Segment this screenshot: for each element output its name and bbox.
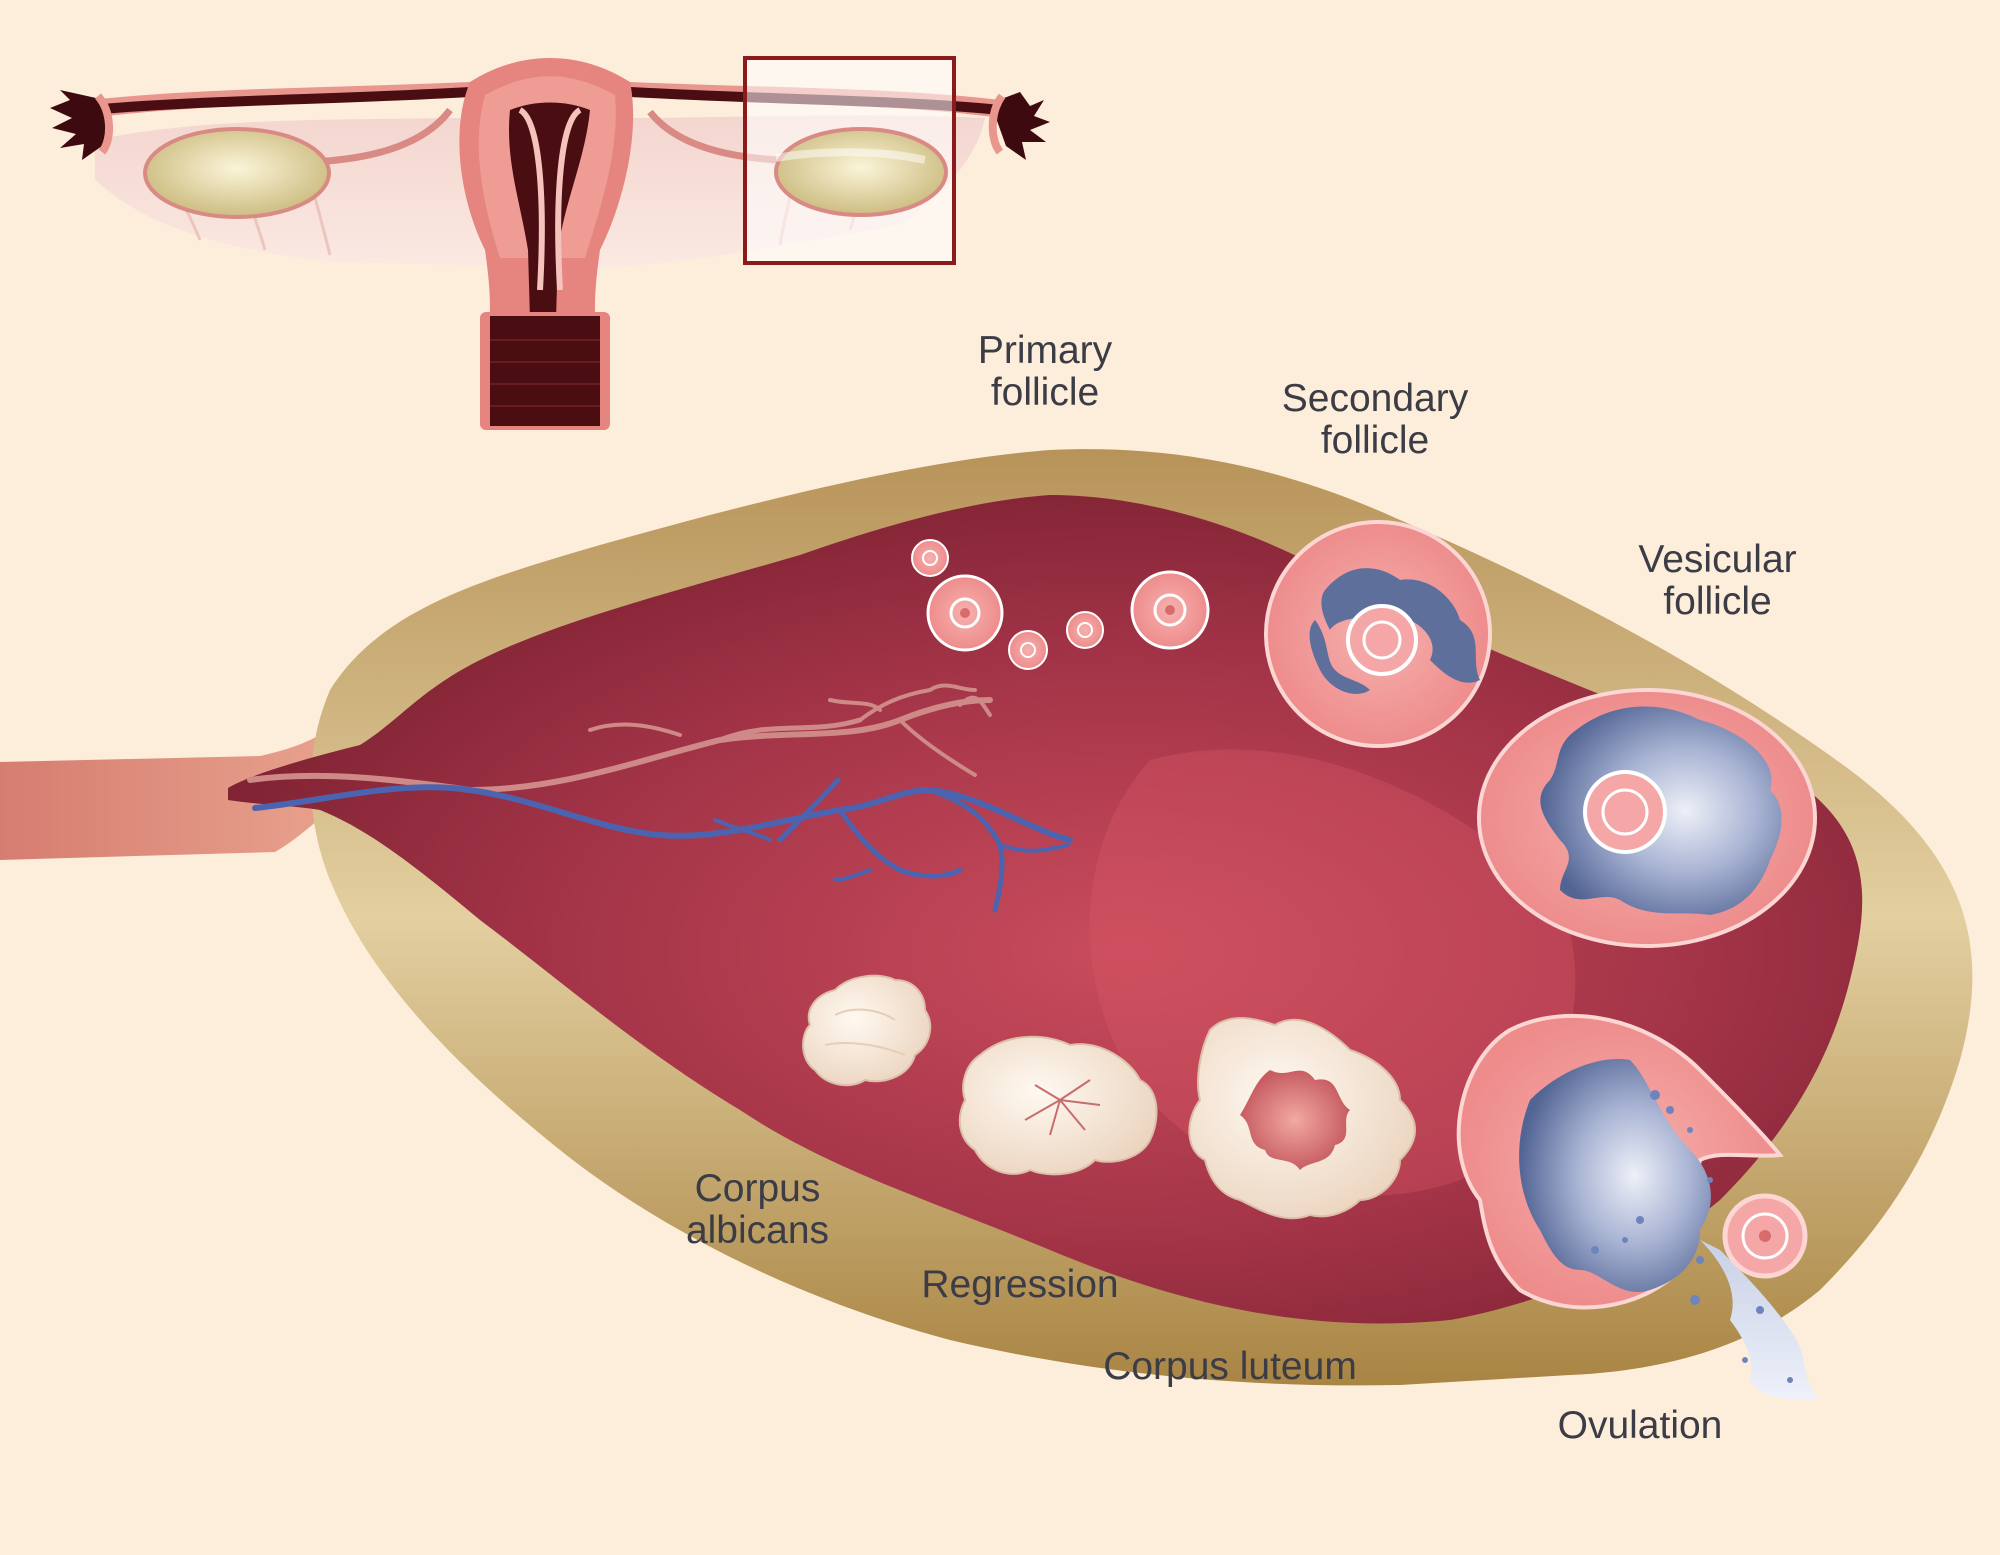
- primary-follicles: [911, 539, 1210, 670]
- label-primary-follicle-line1: Primary: [977, 329, 1113, 372]
- label-ovulation: Ovulation: [1557, 1404, 1723, 1447]
- label-corpus-albicans: Corpus albicans: [650, 1168, 865, 1252]
- label-secondary-follicle-line2: follicle: [1320, 419, 1430, 462]
- uterus-diagram-icon: [50, 56, 1050, 430]
- label-regression: Regression: [921, 1263, 1119, 1306]
- ovary-cross-section-icon: [0, 449, 1973, 1400]
- label-vesicular-follicle-line2: follicle: [1663, 580, 1772, 623]
- corpus-albicans-shape: [802, 974, 932, 1087]
- vesicular-follicle-shape: [1477, 688, 1817, 948]
- regression-shape: [958, 1035, 1158, 1176]
- label-secondary-follicle-line1: Secondary: [1281, 377, 1469, 420]
- corpus-luteum-shape: [1188, 1017, 1416, 1220]
- label-corpus-luteum: Corpus luteum: [1103, 1345, 1357, 1388]
- label-primary-follicle-line2: follicle: [990, 371, 1100, 414]
- label-vesicular-follicle: Vesicular follicle: [1600, 539, 1835, 623]
- label-primary-follicle: Primary follicle: [930, 330, 1160, 414]
- label-corpus-albicans-line2: albicans: [685, 1209, 830, 1252]
- label-vesicular-follicle-line1: Vesicular: [1638, 538, 1797, 581]
- secondary-follicle-shape: [1264, 520, 1492, 748]
- label-corpus-albicans-line1: Corpus: [694, 1167, 821, 1210]
- ovulation-follicle-shape: [1456, 1013, 1820, 1400]
- label-secondary-follicle: Secondary follicle: [1250, 378, 1500, 462]
